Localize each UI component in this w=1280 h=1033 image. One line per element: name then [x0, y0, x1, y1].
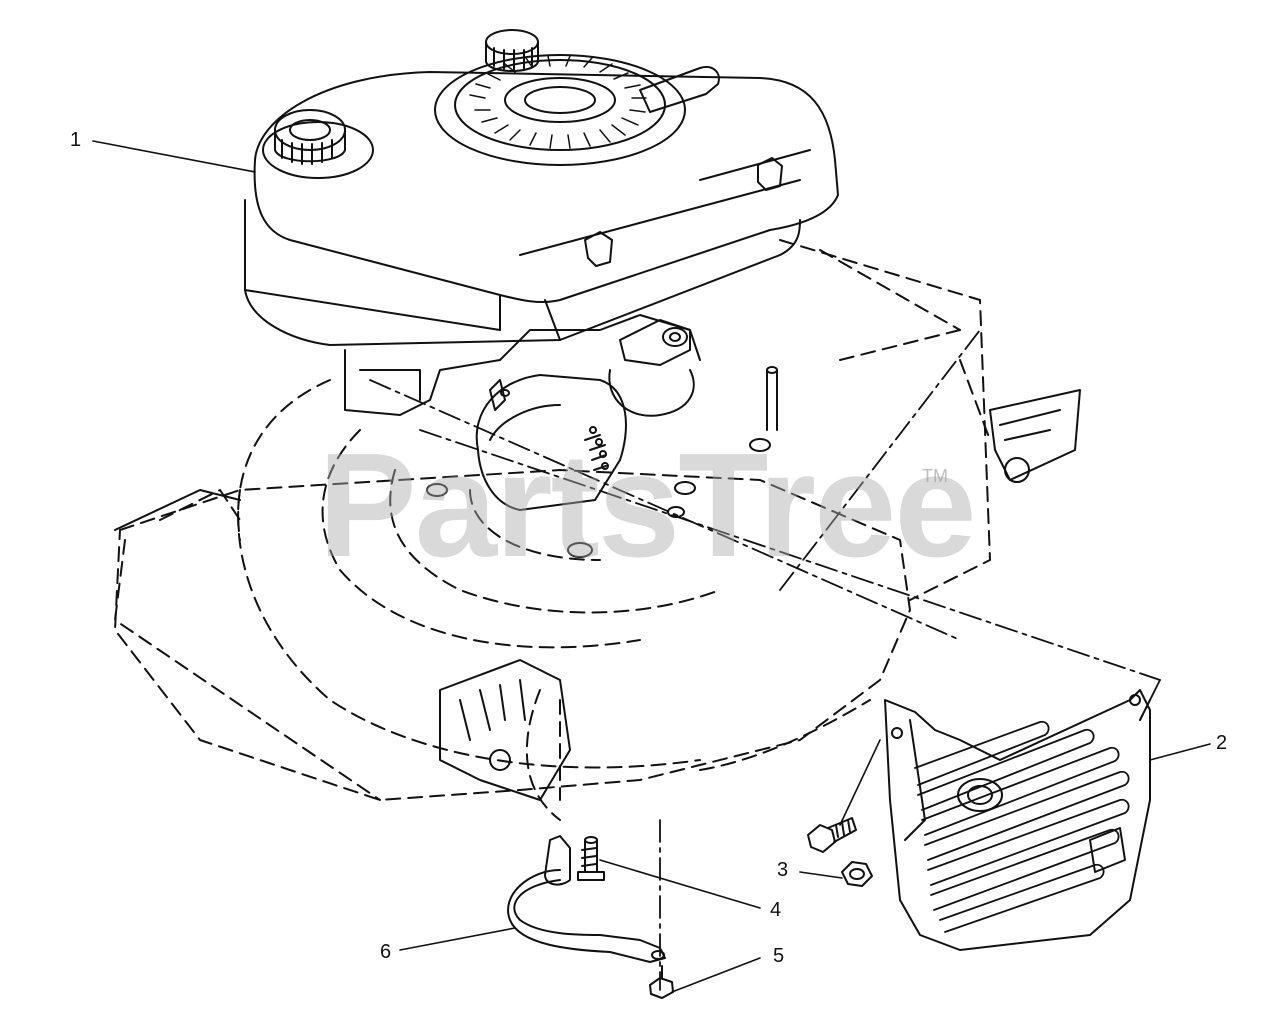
mower-deck: [114, 239, 991, 821]
callout-5: 5: [773, 945, 785, 967]
rear-guard: [884, 689, 1151, 951]
deck-washers: [426, 366, 778, 558]
rear-deck-bracket: [114, 489, 571, 801]
callout-6: 6: [380, 941, 392, 963]
right-deck-bracket: [989, 389, 1081, 483]
callout-3: 3: [777, 859, 789, 881]
trademark-mark: TM: [922, 466, 948, 486]
bolt: [807, 817, 857, 853]
shoulder-bolt: [577, 836, 605, 881]
watermark-logo: PartsTree: [318, 423, 977, 588]
leader-lines: [92, 140, 1211, 993]
hex-nut: [841, 861, 873, 887]
screw: [649, 965, 674, 999]
callout-4: 4: [770, 899, 782, 921]
callout-2: 2: [1216, 732, 1228, 754]
callout-1: 1: [70, 129, 82, 151]
engine: [244, 29, 839, 511]
deflector-bracket: [507, 835, 666, 963]
guard-slots: [914, 720, 1130, 933]
starter-fins: [469, 55, 647, 149]
